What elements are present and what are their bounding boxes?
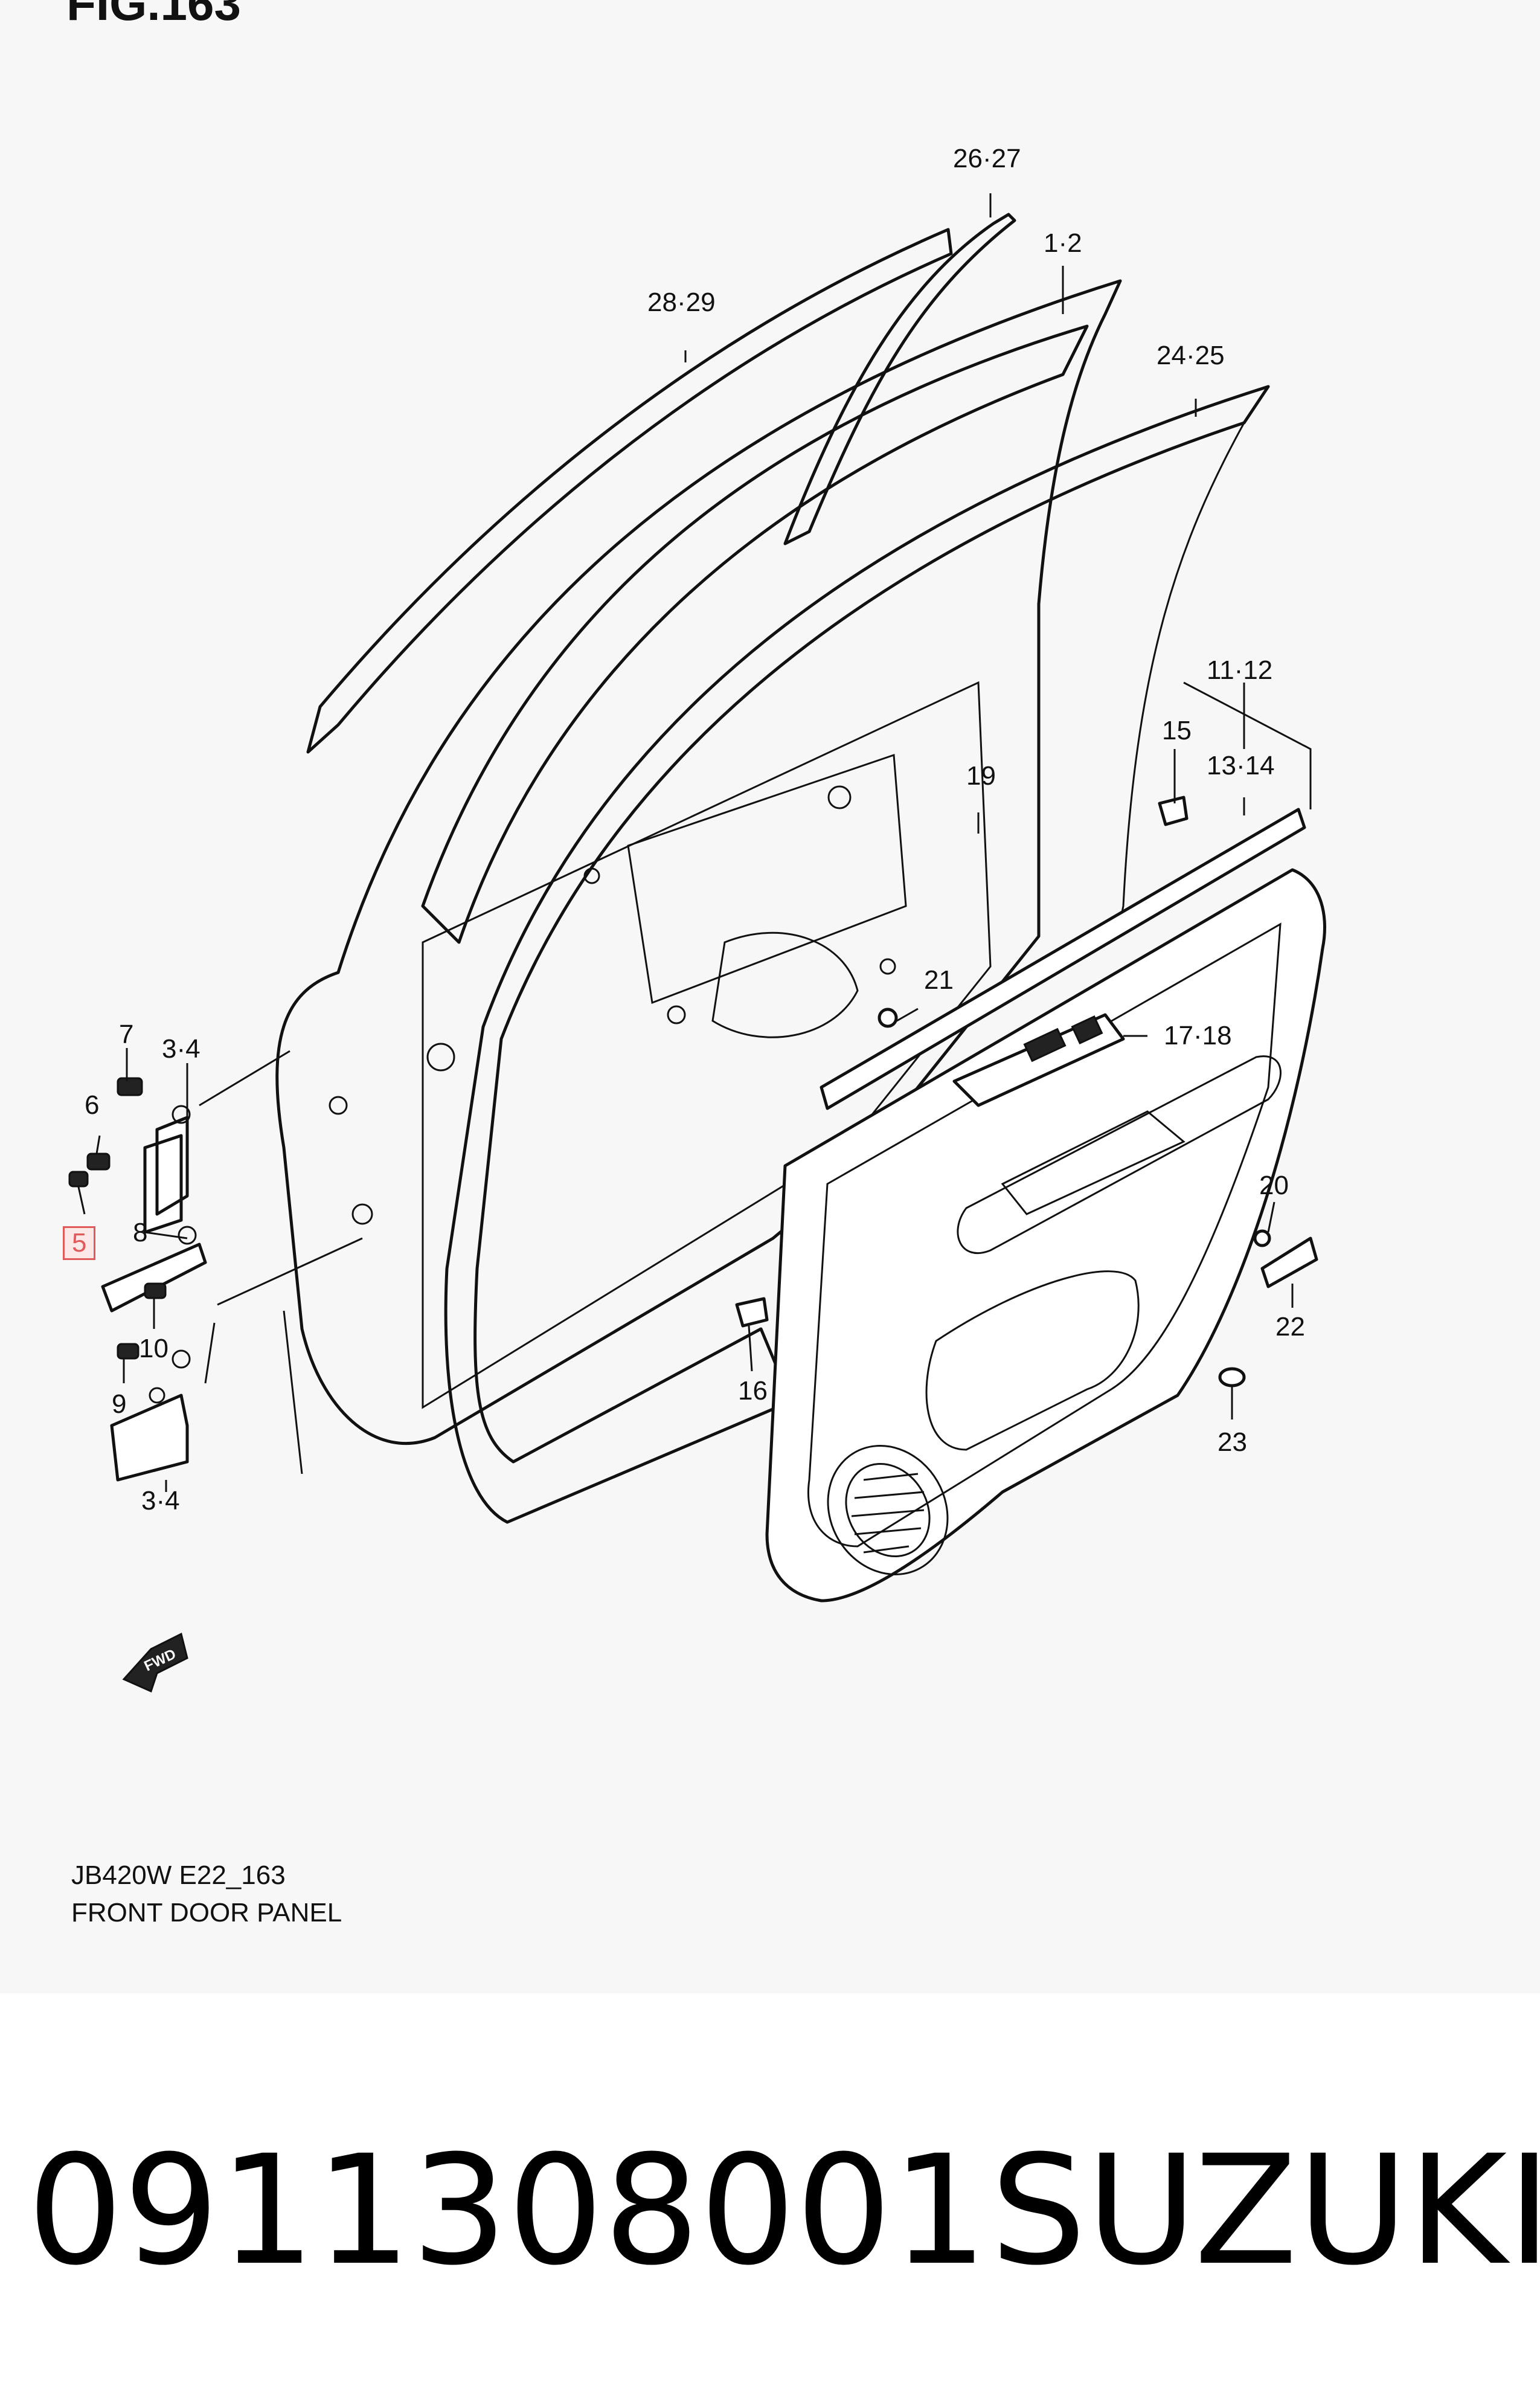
clip-15 (1158, 796, 1189, 826)
door-exploded-view (68, 193, 1326, 1693)
callout-8: 8 (133, 1218, 148, 1247)
callout-22: 22 (1275, 1312, 1305, 1342)
callout-26-27: 26·27 (953, 144, 1021, 173)
door-trim-panel (765, 868, 1326, 1603)
callout-21: 21 (924, 965, 954, 995)
glass-run-26-27 (783, 213, 1016, 545)
clip-16 (735, 1297, 769, 1328)
bolt-10 (144, 1282, 167, 1299)
callout-19: 19 (966, 761, 996, 791)
bolt-7 (117, 1077, 143, 1096)
callout-15: 15 (1162, 716, 1192, 745)
door-inner-panel (422, 681, 992, 1409)
callout-11-12: 11·12 (1207, 655, 1273, 685)
fwd-arrow-icon (122, 1632, 188, 1693)
parts-diagram: FIG.163 (63, 0, 1326, 1927)
footer-banner (0, 1993, 1540, 2392)
door-shell-1-2 (275, 279, 1122, 1445)
callout-5-highlighted: 5 (63, 1226, 96, 1260)
callout-9: 9 (112, 1389, 127, 1419)
callout-17-18: 17·18 (1164, 1021, 1232, 1050)
beltline-moulding-13-14 (820, 808, 1306, 1110)
door-window-frame (421, 324, 1089, 944)
speaker-grille (827, 1445, 949, 1575)
screw-20 (1253, 1229, 1271, 1247)
outer-weatherstrip-28-29 (306, 228, 953, 754)
callout-3-4-lower: 3·4 (141, 1486, 180, 1516)
armrest (957, 1055, 1282, 1255)
figure-heading: FIG.163 (66, 0, 242, 30)
plug-23 (1218, 1367, 1246, 1387)
callout-16: 16 (738, 1376, 768, 1406)
upper-hinge (143, 1116, 189, 1234)
callout-13-14: 13·14 (1207, 751, 1275, 780)
callout-20: 20 (1259, 1171, 1289, 1200)
part-number: 0911308001 (27, 2123, 988, 2298)
door-pocket (925, 1270, 1140, 1451)
cover-22 (1260, 1236, 1318, 1288)
door-check-link (101, 1243, 207, 1313)
callout-28-29: 28·29 (647, 288, 716, 317)
screw-21 (877, 1008, 898, 1028)
lower-hinge (110, 1394, 189, 1482)
door-seal-24-25 (444, 385, 1270, 1524)
callout-3-4-upper: 3·4 (162, 1034, 201, 1064)
diagram-code: JB420W E22_163 (71, 1860, 286, 1890)
leader-lines (77, 193, 1312, 1492)
callout-10: 10 (139, 1334, 168, 1363)
bolt-9 (117, 1343, 140, 1360)
bolt-5 (68, 1171, 89, 1188)
callout-1-2: 1·2 (1044, 228, 1082, 258)
callout-23: 23 (1218, 1427, 1247, 1457)
diagram-title: FRONT DOOR PANEL (71, 1898, 342, 1927)
bolt-6 (86, 1153, 111, 1171)
callout-24-25: 24·25 (1157, 341, 1225, 370)
brand-name: SUZUKI (990, 2123, 1540, 2298)
callout-7: 7 (119, 1020, 134, 1049)
callout-6: 6 (85, 1090, 100, 1120)
